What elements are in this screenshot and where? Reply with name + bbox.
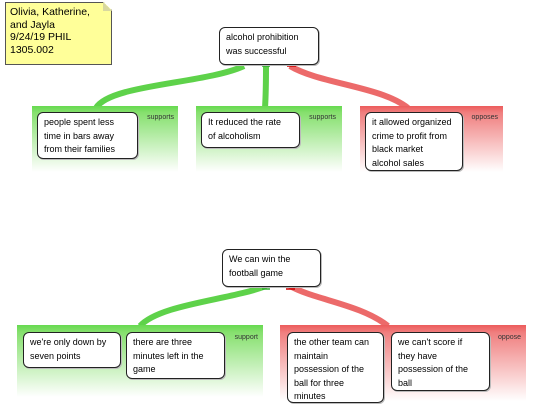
reason-type-label: support bbox=[234, 334, 258, 341]
support-connector-1 bbox=[93, 63, 246, 110]
note-line: and Jayla bbox=[10, 18, 55, 31]
note-line: Olivia, Katherine, bbox=[10, 6, 90, 18]
claim-box-1[interactable]: alcohol prohibition was successful bbox=[219, 27, 319, 65]
reason-type-label: supports bbox=[309, 114, 336, 121]
reason-text: people spent less bbox=[44, 117, 115, 127]
reason-box[interactable]: the other team can maintain possession o… bbox=[287, 332, 384, 403]
reason-text: of alcoholism bbox=[208, 130, 261, 141]
claim-text: alcohol prohibition bbox=[226, 32, 299, 42]
reason-box[interactable]: there are three minutes left in the game bbox=[126, 332, 225, 379]
reason-box[interactable]: it allowed organized crime to profit fro… bbox=[365, 112, 463, 171]
oppose-connector-2 bbox=[288, 283, 390, 329]
reason-box[interactable]: we can't score if they have possession o… bbox=[391, 332, 490, 391]
claim-box-2[interactable]: We can win the football game bbox=[222, 249, 321, 287]
note-fold-corner bbox=[103, 2, 112, 11]
reason-text: possession of the bbox=[294, 364, 365, 374]
reason-text: black market bbox=[372, 144, 424, 154]
reason-text: crime to profit from bbox=[372, 130, 448, 141]
author-note[interactable]: Olivia, Katherine, and Jayla 9/24/19 PHI… bbox=[5, 2, 112, 65]
reason-type-label: opposes bbox=[471, 114, 498, 121]
reason-text: the other team can bbox=[294, 337, 370, 347]
reason-text: seven points bbox=[30, 350, 81, 361]
reason-text: It reduced the rate bbox=[208, 117, 282, 127]
reason-type-label: oppose bbox=[498, 334, 521, 341]
reason-text: possession of the bbox=[398, 364, 469, 374]
reason-box[interactable]: It reduced the rate of alcoholism bbox=[201, 112, 300, 148]
note-line: 9/24/19 PHIL bbox=[10, 31, 72, 43]
reason-text: there are three bbox=[133, 337, 193, 347]
reason-text: game bbox=[133, 364, 156, 374]
claim-text: football game bbox=[229, 267, 284, 278]
reason-box[interactable]: people spent less time in bars away from… bbox=[37, 112, 138, 159]
reason-text: minutes left in the bbox=[133, 350, 204, 361]
reason-box[interactable]: we're only down by seven points bbox=[23, 332, 121, 368]
support-connector-2 bbox=[262, 65, 269, 109]
reason-text: from their families bbox=[44, 144, 116, 154]
reason-text: we're only down by bbox=[30, 337, 107, 347]
reason-text: we can't score if bbox=[398, 337, 463, 347]
reason-text: time in bars away bbox=[44, 130, 115, 141]
reason-text: alcohol sales bbox=[372, 157, 425, 168]
reason-text: maintain bbox=[294, 350, 329, 361]
reason-text: they have bbox=[398, 350, 438, 361]
oppose-connector-1 bbox=[288, 63, 410, 111]
support-connector-3 bbox=[137, 283, 268, 329]
claim-text: was successful bbox=[226, 45, 287, 56]
reason-text: ball for three bbox=[294, 377, 345, 388]
note-line: 1305.002 bbox=[10, 43, 54, 56]
reason-text: ball bbox=[398, 377, 413, 388]
reason-type-label: supports bbox=[147, 114, 174, 121]
reason-text: minutes bbox=[294, 391, 326, 401]
claim-text: We can win the bbox=[229, 254, 291, 264]
reason-text: it allowed organized bbox=[372, 117, 452, 127]
